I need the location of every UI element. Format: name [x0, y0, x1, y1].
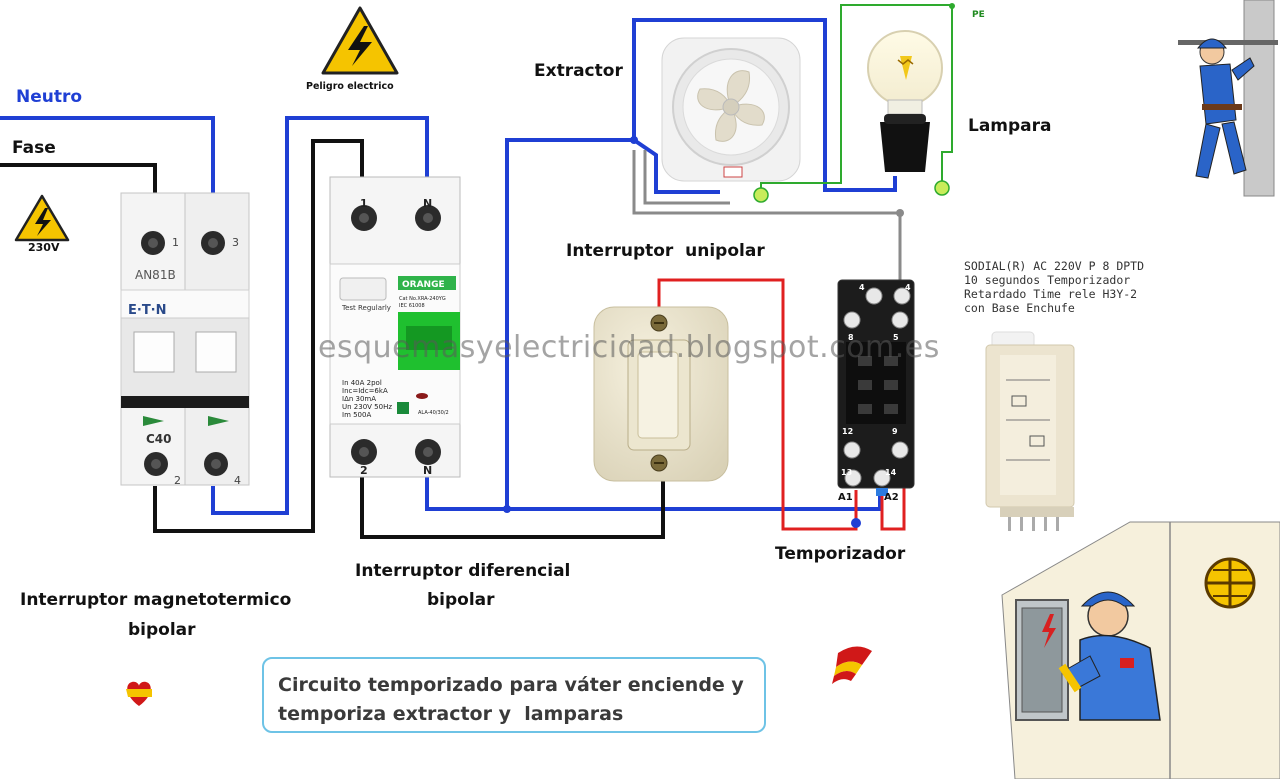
phase-wire-input [0, 163, 157, 196]
neutral-wire-breaker-to-rcd [211, 116, 429, 515]
breaker-terminal-1: 1 [172, 236, 179, 249]
neutral-wire-input [0, 116, 215, 196]
ground-terminal-lamp [934, 180, 950, 196]
lampara-label: Lampara [968, 116, 1052, 136]
rcd-spec-5: Im 500A [342, 411, 371, 419]
socket-label-13: 13 [841, 468, 852, 477]
ground-wire-lamp [941, 5, 953, 185]
danger-sign-230v [14, 194, 70, 242]
breaker-terminal-4: 4 [234, 474, 241, 487]
watermark-text: esquemasyelectricidad.blogspot.com.es [318, 330, 940, 365]
switched-junction [851, 518, 861, 528]
extractor-label: Extractor [534, 61, 623, 81]
wires [0, 3, 955, 539]
ground-junction-pe [949, 3, 955, 9]
rcd-spec-1: In 40A 2pol [342, 379, 382, 387]
pole-worker-icon [1176, 0, 1280, 197]
breaker-device: AN81B E·T·N C40 1 3 2 4 [120, 192, 250, 487]
switch-device [593, 306, 729, 482]
spain-flag-heart-icon [126, 681, 152, 706]
relay-desc-line4: con Base Enchufe [964, 301, 1075, 315]
socket-label-a1: A1 [838, 492, 853, 503]
pe-label: PE [972, 10, 985, 20]
relay-desc-line2: 10 segundos Temporizador [964, 273, 1131, 287]
relay-desc-line1: SODIAL(R) AC 220V P 8 DPTD [964, 259, 1145, 273]
rcd-spec-3: IΔn 30mA [342, 395, 376, 403]
peligro-label: Peligro electrico [306, 81, 394, 92]
diferencial-label-line2: bipolar [427, 590, 495, 610]
neutral-wire-rcd-out [425, 474, 882, 511]
caption-line1: Circuito temporizado para váter enciende… [278, 674, 744, 696]
breaker-rating: C40 [146, 432, 172, 446]
timer-relay-icon [985, 331, 1075, 531]
spain-flag-wavy-icon [832, 646, 872, 684]
temporizador-label: Temporizador [775, 544, 906, 564]
socket-label-14: 14 [885, 468, 897, 477]
relay-desc-line3: Retardado Time rele H3Y-2 [964, 287, 1138, 301]
extractor-fan-icon [661, 37, 801, 182]
breaker-model: AN81B [135, 268, 176, 282]
neutral-wire-fan-in [632, 138, 720, 194]
neutral-wire-fan-loop [632, 18, 897, 192]
socket-label-12: 12 [842, 427, 853, 436]
socket-label-a2: A2 [884, 492, 899, 503]
ground-wire-pe [760, 4, 952, 193]
neutro-label: Neutro [16, 87, 83, 107]
return-wire-fan [643, 150, 730, 205]
neutral-wire-to-extractor [505, 138, 634, 509]
fase-label: Fase [12, 138, 56, 158]
neutral-junction [503, 505, 511, 513]
rcd-device: 1 N 2 N ORANGE Test Regularly Cat No.XRA… [329, 176, 461, 478]
breaker-brand: E·T·N [128, 303, 167, 318]
breaker-terminal-2: 2 [174, 474, 181, 487]
magneto-label-line2: bipolar [128, 620, 196, 640]
caption-text: Circuito temporizado para váter enciende… [278, 671, 744, 729]
lamp-bulb-icon [867, 30, 943, 172]
ground-terminal-fan [753, 187, 769, 203]
relay-description: SODIAL(R) AC 220V P 8 DPTD 10 segundos T… [964, 259, 1144, 315]
rcd-spec-2: Inc=Idc=6kA [342, 387, 388, 395]
interruptor-unipolar-label: Interruptor unipolar [566, 241, 765, 261]
socket-label-4a: 4 [859, 283, 865, 292]
rcd-brand: ORANGE [402, 280, 445, 290]
socket-label-4b: 4 [905, 283, 911, 292]
breaker-terminal-3: 3 [232, 236, 239, 249]
magneto-label-line1: Interruptor magnetotermico [20, 590, 292, 610]
return-wire [632, 150, 902, 296]
phase-wire-rcd-out [360, 470, 665, 539]
danger-sign-large [321, 6, 399, 75]
rcd-iec-text: IEC 61008 [399, 303, 425, 309]
phase-wire-breaker-to-rcd [153, 139, 364, 533]
timer-socket: 4 4 8 5 12 9 13 14 A1 A2 [837, 279, 915, 503]
rcd-test-text: Test Regularly [341, 304, 391, 312]
switched-wire-a2 [880, 462, 906, 531]
return-junction [896, 209, 904, 217]
socket-label-5: 5 [893, 333, 899, 342]
caption-line2: temporiza extractor y lamparas [278, 703, 624, 725]
rcd-cat-text: Cat No.XRA-240YG [399, 296, 446, 302]
voltage-label: 230V [28, 241, 60, 254]
rcd-spec-4: Un 230V 50Hz [342, 403, 392, 411]
rcd-terminal-2: 2 [360, 464, 368, 477]
rcd-terminal-1: 1 [360, 197, 368, 210]
rcd-model-text: ALA-40/30/2 [418, 410, 449, 416]
socket-label-8: 8 [848, 333, 854, 342]
caption-box: Circuito temporizado para váter enciende… [262, 657, 766, 733]
electrician-icon [1001, 521, 1280, 779]
rcd-terminal-n-bottom: N [423, 464, 432, 477]
socket-label-9: 9 [892, 427, 898, 436]
neutral-junction-fan [630, 136, 638, 144]
rcd-terminal-n-top: N [423, 197, 432, 210]
diferencial-label-line1: Interruptor diferencial [355, 561, 571, 581]
